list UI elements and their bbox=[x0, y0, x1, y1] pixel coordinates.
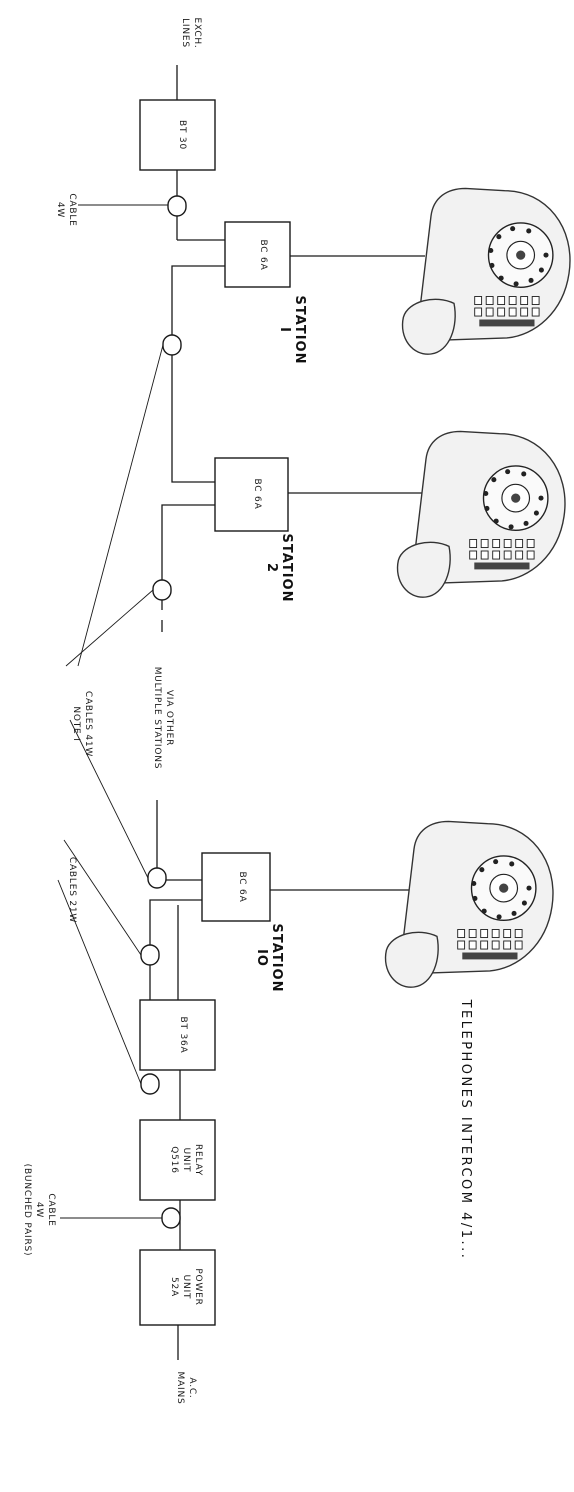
power-label-2: UNIT bbox=[181, 1275, 191, 1300]
cable-clip-icon bbox=[162, 334, 182, 356]
power-label-1: POWER bbox=[193, 1268, 203, 1305]
bt36a-box: BT 36A bbox=[139, 999, 216, 1071]
rotary-telephone-icon bbox=[384, 820, 554, 988]
cable-clip-icon bbox=[152, 579, 172, 601]
svg-text:NOTE I: NOTE I bbox=[71, 706, 81, 741]
cables-41w-label: CABLES 41W NOTE I bbox=[71, 691, 93, 757]
bc6a-station-2-box: BC 6A bbox=[214, 457, 289, 532]
bc6a-1-label: BC 6A bbox=[258, 239, 268, 270]
bt30-label: BT 30 bbox=[177, 120, 187, 150]
relay-unit-box: RELAY UNIT Q516 bbox=[139, 1119, 216, 1201]
svg-text:CABLE: CABLE bbox=[67, 193, 77, 226]
svg-text:VIA OTHER: VIA OTHER bbox=[164, 690, 174, 746]
bc6a-station-10-box: BC 6A bbox=[201, 852, 271, 922]
svg-text:CABLES 41W: CABLES 41W bbox=[83, 691, 93, 757]
bt30-box: BT 30 bbox=[139, 99, 216, 171]
rotary-telephone-icon bbox=[401, 187, 571, 355]
wiring bbox=[149, 65, 425, 1360]
cable-clip-icon bbox=[140, 944, 160, 966]
cable-clip-icon bbox=[167, 195, 187, 217]
bc6a-10-label: BC 6A bbox=[237, 871, 247, 902]
bc6a-station-1-box: BC 6A bbox=[224, 221, 291, 288]
svg-text:4W: 4W bbox=[55, 202, 65, 218]
svg-text:STATION: STATION bbox=[269, 924, 284, 993]
relay-label-3: Q516 bbox=[169, 1146, 179, 1173]
cable-clip-icon bbox=[161, 1207, 181, 1229]
svg-text:4W: 4W bbox=[34, 1202, 44, 1218]
cable-clip-icon bbox=[140, 1073, 160, 1095]
svg-text:I: I bbox=[277, 327, 292, 333]
svg-text:EXCH.: EXCH. bbox=[192, 18, 202, 49]
cable-4w-bunched-label: CABLE 4W (BUNCHED PAIRS) bbox=[22, 1164, 56, 1257]
station-10-label: STATION IO bbox=[254, 924, 284, 993]
exch-lines-label: EXCH. LINES bbox=[180, 18, 202, 49]
svg-text:STATION: STATION bbox=[279, 534, 294, 603]
bt36a-label: BT 36A bbox=[178, 1017, 188, 1054]
svg-text:MULTIPLE STATIONS: MULTIPLE STATIONS bbox=[152, 667, 162, 770]
rotary-telephone-icon bbox=[396, 430, 566, 598]
cable-clip-icon bbox=[147, 867, 167, 889]
leader-lines bbox=[57, 204, 168, 1219]
svg-text:(BUNCHED PAIRS): (BUNCHED PAIRS) bbox=[22, 1164, 32, 1257]
cable-4w-top-label: CABLE 4W bbox=[55, 193, 77, 226]
bc6a-2-label: BC 6A bbox=[252, 478, 262, 509]
svg-text:IO: IO bbox=[254, 949, 269, 967]
diagram-title: TELEPHONES INTERCOM 4/1... bbox=[458, 999, 473, 1261]
station-1-label: STATION I bbox=[277, 296, 307, 365]
relay-label-1: RELAY bbox=[193, 1144, 203, 1176]
power-unit-box: POWER UNIT 52A bbox=[139, 1249, 216, 1326]
power-label-3: 52A bbox=[169, 1277, 179, 1297]
station-2-label: STATION 2 bbox=[264, 534, 294, 603]
svg-text:CABLES 21W: CABLES 21W bbox=[67, 857, 77, 923]
svg-text:2: 2 bbox=[264, 563, 279, 573]
ac-mains-label: A.C. MAINS bbox=[175, 1371, 197, 1404]
svg-text:A.C.: A.C. bbox=[187, 1377, 197, 1398]
cables-21w-label: CABLES 21W bbox=[67, 857, 77, 923]
svg-text:STATION: STATION bbox=[292, 296, 307, 365]
cable-clips bbox=[140, 195, 187, 1229]
relay-label-2: UNIT bbox=[181, 1148, 191, 1173]
svg-text:CABLE: CABLE bbox=[46, 1193, 56, 1226]
svg-text:LINES: LINES bbox=[180, 18, 190, 48]
svg-text:MAINS: MAINS bbox=[175, 1371, 185, 1404]
via-other-stations-label: VIA OTHER MULTIPLE STATIONS bbox=[152, 667, 174, 770]
